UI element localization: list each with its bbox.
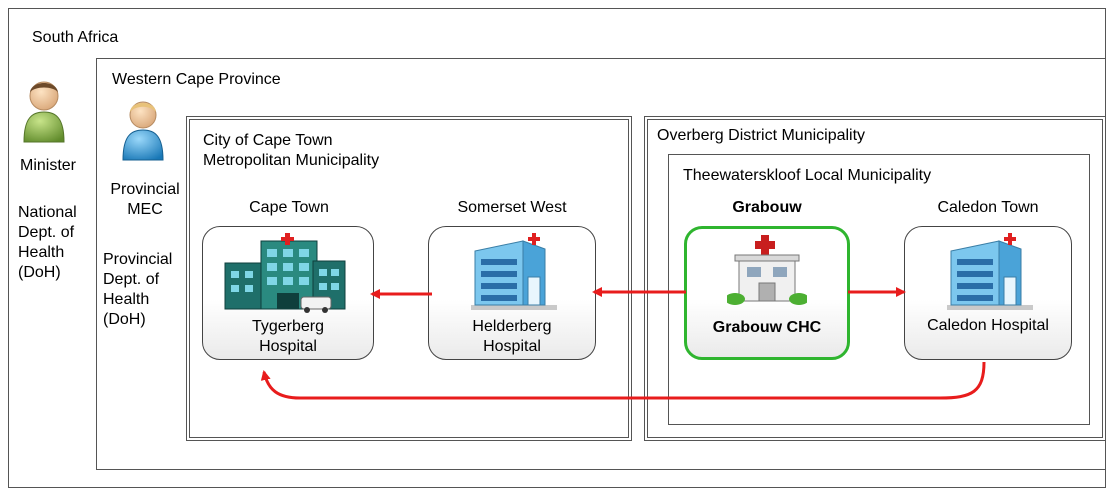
- grabouw-chc-name: Grabouw CHC: [712, 319, 822, 336]
- national-dept-line: Dept. of: [18, 224, 75, 241]
- tygerberg-hospital-name: Tygerberg Hospital: [203, 317, 373, 357]
- south-africa-label: South Africa: [32, 29, 119, 46]
- overberg-frame: [644, 116, 1106, 441]
- grabouw-area-label: Grabouw: [732, 199, 802, 216]
- mec-line: Provincial: [110, 181, 180, 198]
- cape-town-metro-line: Metropolitan Municipality: [203, 152, 380, 169]
- tygerberg-hospital-icon: [224, 233, 346, 313]
- caledon-hospital-name: Caledon Hospital: [927, 317, 1049, 334]
- national-dept-line: National: [18, 204, 77, 221]
- mec-line: MEC: [127, 201, 163, 218]
- caledon-hospital-card[interactable]: Caledon Hospital: [904, 226, 1072, 360]
- provincial-dept-label: Provincial Dept. of Health (DoH): [103, 250, 172, 330]
- cape-town-area-label: Cape Town: [249, 199, 329, 216]
- grabouw-clinic-icon: [727, 235, 807, 305]
- helderberg-line: Hospital: [483, 338, 541, 355]
- minister-label: Minister: [20, 157, 77, 174]
- helderberg-hospital-name: Helderberg Hospital: [429, 317, 595, 357]
- tygerberg-line: Hospital: [259, 338, 317, 355]
- minister-person-icon: [23, 81, 65, 143]
- cape-town-metro-label: City of Cape Town Metropolitan Municipal…: [203, 131, 379, 171]
- theewaterskloof-frame: [668, 154, 1090, 425]
- caledon-hospital-icon: [947, 233, 1033, 310]
- mec-person-icon: [122, 101, 164, 161]
- national-dept-line: (DoH): [18, 264, 61, 281]
- national-dept-label: National Dept. of Health (DoH): [18, 203, 77, 283]
- tygerberg-hospital-card[interactable]: Tygerberg Hospital: [202, 226, 374, 360]
- provincial-dept-line: (DoH): [103, 311, 146, 328]
- caledon-area-label: Caledon Town: [937, 199, 1039, 216]
- overberg-label: Overberg District Municipality: [657, 127, 866, 144]
- grabouw-chc-card[interactable]: Grabouw CHC: [684, 226, 850, 360]
- provincial-dept-line: Provincial: [103, 251, 173, 268]
- somerset-west-area-label: Somerset West: [457, 199, 567, 216]
- mec-label: Provincial MEC: [100, 180, 190, 220]
- helderberg-line: Helderberg: [472, 318, 552, 335]
- helderberg-hospital-card[interactable]: Helderberg Hospital: [428, 226, 596, 360]
- tygerberg-line: Tygerberg: [251, 318, 325, 335]
- helderberg-hospital-icon: [471, 233, 557, 310]
- cape-town-metro-frame: [186, 116, 632, 441]
- western-cape-label: Western Cape Province: [112, 71, 281, 88]
- theewaterskloof-label: Theewaterskloof Local Municipality: [683, 167, 932, 184]
- cape-town-metro-line: City of Cape Town: [203, 132, 333, 149]
- provincial-dept-line: Dept. of: [103, 271, 160, 288]
- provincial-dept-line: Health: [103, 291, 150, 308]
- national-dept-line: Health: [18, 244, 65, 261]
